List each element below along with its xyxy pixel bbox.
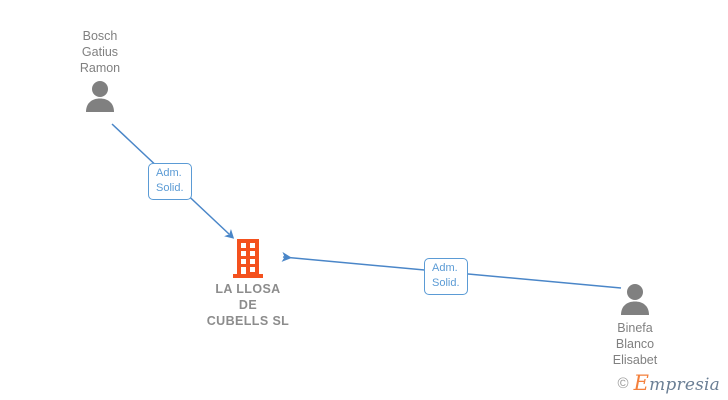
edge-label-adm-solid-right[interactable]: Adm. Solid. [424, 258, 468, 295]
person-name-label: Bosch Gatius Ramon [79, 29, 121, 75]
brand-rest: mpresia [649, 375, 720, 395]
node-person-bosch-gatius-ramon[interactable]: Bosch Gatius Ramon [30, 28, 170, 112]
brand-logo-text: Empresia [634, 373, 720, 394]
watermark: © Empresia [618, 373, 720, 394]
company-name-label: LA LLOSA DE CUBELLS SL [206, 282, 290, 328]
edge-label-adm-solid-left[interactable]: Adm. Solid. [148, 163, 192, 200]
person-icon [621, 284, 649, 315]
building-icon [233, 239, 263, 278]
person-icon [86, 81, 114, 112]
node-person-binefa-blanco-elisabet[interactable]: Binefa Blanco Elisabet [565, 283, 705, 368]
node-company-la-llosa-de-cubells-sl[interactable]: LA LLOSA DE CUBELLS SL [178, 238, 318, 329]
copyright-icon: © [617, 375, 629, 392]
person-name-label: Binefa Blanco Elisabet [612, 321, 658, 367]
brand-initial: E [633, 371, 650, 395]
